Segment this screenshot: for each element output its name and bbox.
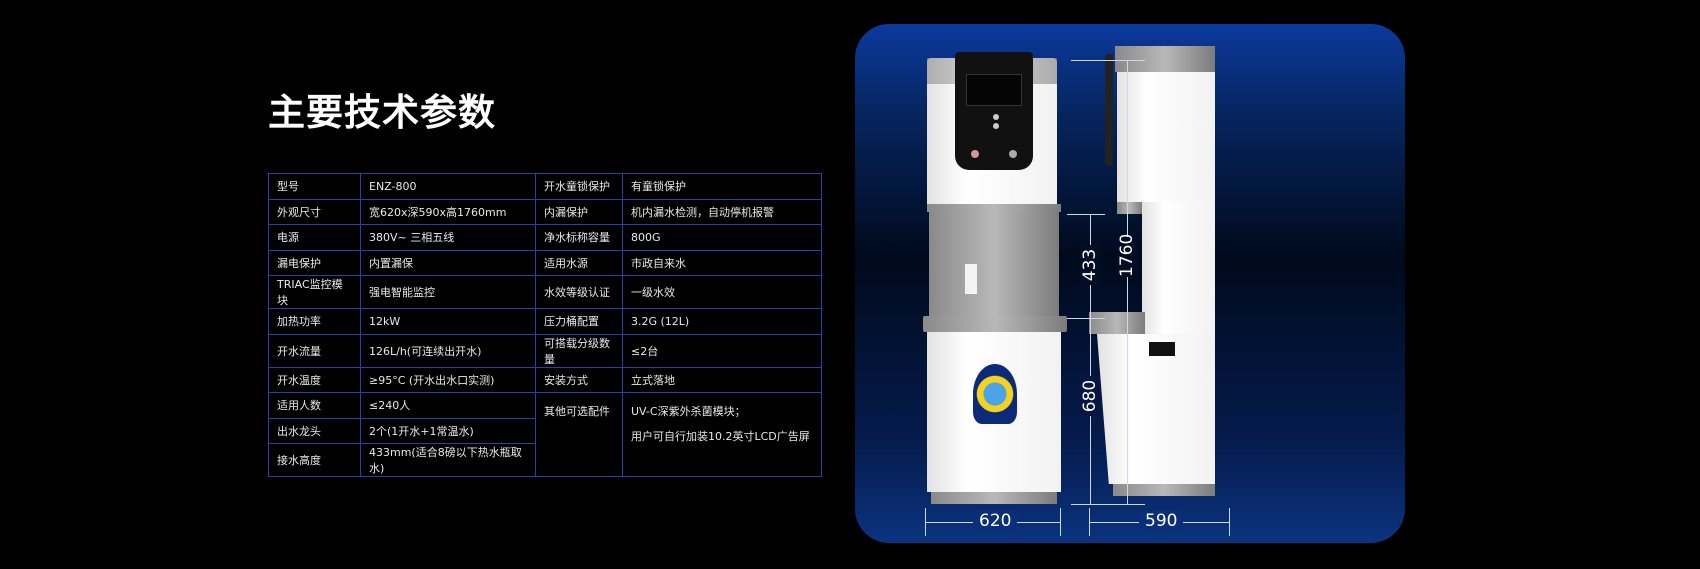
spec-label: 出水龙头	[268, 417, 361, 444]
spec-value: 立式落地	[622, 366, 822, 393]
spec-label: 开水流量	[268, 333, 361, 368]
spec-label: 漏电保护	[268, 249, 361, 276]
spec-label: 电源	[268, 224, 361, 251]
side-view-machine	[1087, 46, 1237, 506]
depth-label: 590	[1139, 511, 1184, 531]
spec-value: ≤2台	[622, 333, 822, 368]
hot-water-button	[971, 150, 979, 158]
spec-label: 内漏保护	[535, 198, 623, 225]
spec-value: 市政自来水	[622, 249, 822, 276]
spec-value: 一级水效	[622, 275, 822, 309]
display-screen	[966, 74, 1022, 106]
spec-row: TRIAC监控模块强电智能监控水效等级认证一级水效	[268, 275, 822, 309]
spec-label: TRIAC监控模块	[268, 275, 361, 309]
width-label: 620	[973, 511, 1018, 531]
base-height-label: 680	[1080, 376, 1100, 416]
page-title: 主要技术参数	[268, 91, 496, 134]
control-panel	[955, 52, 1033, 170]
normal-water-button	[1009, 150, 1017, 158]
spec-label: 适用水源	[535, 249, 623, 276]
spec-label: 加热功率	[268, 308, 361, 335]
dispensing-area	[929, 212, 1059, 316]
spec-label: 型号	[268, 173, 361, 200]
front-view-machine	[923, 52, 1069, 512]
spec-label: 适用人数	[268, 392, 361, 419]
spec-value: 宽620x深590x高1760mm	[360, 198, 536, 225]
spec-value: 433mm(适合8磅以下热水瓶取水)	[360, 443, 536, 477]
spec-label: 接水高度	[268, 443, 361, 477]
spec-value: 机内漏水检测，自动停机报警	[622, 198, 822, 225]
spec-value: ≥95°C (开水出水口实测)	[360, 366, 536, 393]
spec-value: 380V~ 三相五线	[360, 224, 536, 251]
spec-value: 有童锁保护	[622, 173, 822, 200]
height-dimension-line	[1127, 60, 1128, 504]
spec-value: 强电智能监控	[360, 275, 536, 309]
product-dimension-panel: 1760 433 680 620 590	[855, 24, 1405, 543]
spec-row: 适用人数≤240人其他可选配件 UV-C深紫外杀菌模块； 用户可自行加装10.2英寸…	[268, 392, 822, 477]
spec-label: 开水童锁保护	[535, 173, 623, 200]
tap-height-label: 433	[1080, 245, 1100, 285]
spec-value: 800G	[622, 224, 822, 251]
spec-label: 净水标称容量	[535, 224, 623, 251]
optional-accessory: UV-C深紫外杀菌模块；	[631, 405, 746, 418]
spec-value: UV-C深紫外杀菌模块； 用户可自行加装10.2英寸LCD广告屏	[622, 392, 822, 477]
spec-label: 其他可选配件	[535, 392, 623, 477]
spec-value: ENZ-800	[360, 173, 536, 200]
spec-value: 内置漏保	[360, 249, 536, 276]
spec-label: 开水温度	[268, 366, 361, 393]
optional-accessory: 用户可自行加装10.2英寸LCD广告屏	[631, 430, 810, 443]
spec-label: 压力桶配置	[535, 308, 623, 335]
spec-label: 水效等级认证	[535, 275, 623, 309]
spec-value: 12kW	[360, 308, 536, 335]
spec-row: 漏电保护内置漏保适用水源市政自来水	[268, 249, 822, 276]
spec-row: 开水温度≥95°C (开水出水口实测)安装方式立式落地	[268, 366, 822, 393]
certification-badge-icon	[973, 364, 1017, 424]
spec-label: 外观尺寸	[268, 198, 361, 225]
spec-value: 2个(1开水+1常温水)	[360, 417, 536, 444]
spec-value: ≤240人	[360, 392, 536, 419]
spec-value: 3.2G (12L)	[622, 308, 822, 335]
height-label: 1760	[1117, 233, 1137, 277]
spec-label: 安装方式	[535, 366, 623, 393]
spec-value: 126L/h(可连续出开水)	[360, 333, 536, 368]
spec-label: 可搭载分级数量	[535, 333, 623, 368]
